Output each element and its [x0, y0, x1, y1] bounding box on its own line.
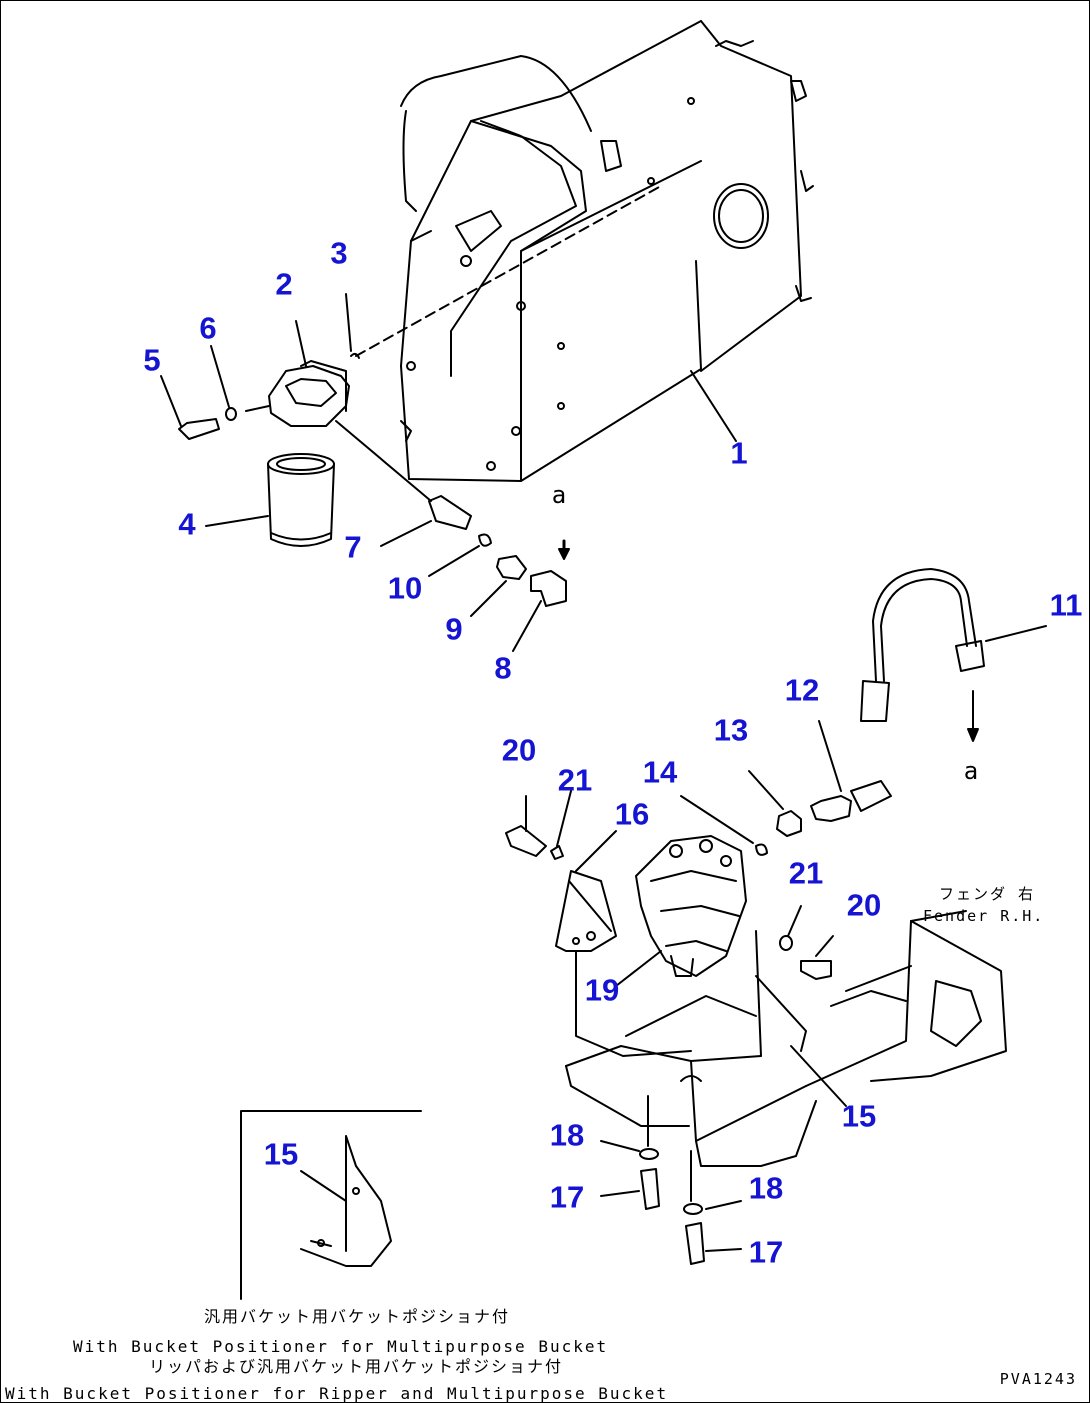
- callout-9: 9: [445, 611, 463, 647]
- filter-element: [205, 453, 335, 547]
- callout-10: 10: [387, 570, 423, 606]
- callout-17: 17: [549, 1179, 585, 1215]
- fender-label-jp: フェンダ 右: [939, 885, 1036, 903]
- caption-jp-1: 汎用バケット用バケットポジショナ付: [204, 1307, 511, 1326]
- callout-7: 7: [344, 529, 362, 565]
- fender-label-en: Fender R.H.: [923, 907, 1045, 925]
- elbow-8: [512, 539, 570, 652]
- callout-15-inset: 15: [263, 1136, 299, 1172]
- callout-20: 20: [501, 732, 537, 768]
- nut-9: [470, 555, 527, 617]
- callout-18-right: 18: [748, 1170, 784, 1206]
- callout-3: 3: [330, 235, 348, 271]
- drawing-number: PVA1243: [999, 1370, 1077, 1388]
- o-ring-10: [478, 533, 492, 547]
- inset-detail: [240, 1110, 422, 1300]
- callout-2: 2: [275, 266, 293, 302]
- callout-11: 11: [1049, 587, 1083, 623]
- callout-8: 8: [494, 650, 512, 686]
- bolt-20-washer-21-right: [779, 905, 834, 980]
- callout-4: 4: [178, 506, 196, 542]
- fitting-7: [335, 420, 472, 547]
- caption-en-2: With Bucket Positioner for Ripper and Mu…: [5, 1384, 669, 1403]
- washers-18-bolts-17: [600, 1095, 742, 1265]
- callout-21: 21: [557, 762, 593, 798]
- valve-19: [615, 835, 747, 987]
- callout-20-right: 20: [846, 887, 882, 923]
- caption-jp-2: リッパおよび汎用バケット用バケットポジショナ付: [149, 1357, 564, 1376]
- hose-11: [860, 568, 1047, 742]
- reference-mark-a-bottom: a: [963, 757, 979, 785]
- callout-13: 13: [713, 712, 749, 748]
- callout-1: 1: [730, 435, 748, 471]
- bolt-5-washer-6: [160, 345, 270, 440]
- callout-14: 14: [642, 754, 678, 790]
- reference-mark-a-top: a: [551, 481, 567, 509]
- fender-frame: [565, 910, 1007, 1167]
- callout-19: 19: [584, 972, 620, 1008]
- callout-18: 18: [549, 1117, 585, 1153]
- callout-6: 6: [199, 310, 217, 346]
- caption-en-1: With Bucket Positioner for Multipurpose …: [73, 1337, 609, 1356]
- callout-15: 15: [841, 1098, 877, 1134]
- bracket-16: [555, 830, 617, 952]
- bolt-20-washer-21-upper: [505, 790, 572, 860]
- cover-housing: [355, 20, 814, 482]
- fitting-12: [810, 720, 892, 822]
- callout-12: 12: [784, 672, 820, 708]
- parts-13-14: [680, 770, 802, 856]
- filter-head: [268, 320, 350, 427]
- callout-16: 16: [614, 796, 650, 832]
- callout-17-right: 17: [748, 1234, 784, 1270]
- callout-5: 5: [143, 342, 161, 378]
- part-3: [350, 352, 360, 359]
- callout-21-right: 21: [788, 855, 824, 891]
